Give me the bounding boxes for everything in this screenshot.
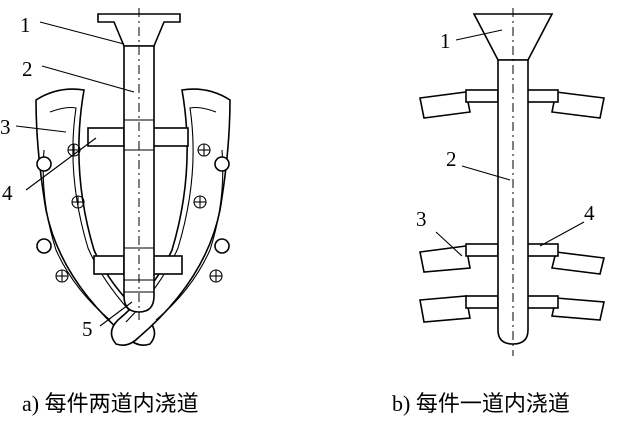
label-a-3: 3 [0, 115, 11, 139]
label-a-2: 2 [22, 57, 33, 81]
sprue-b [472, 8, 554, 356]
label-a-5: 5 [82, 317, 93, 341]
label-b-2: 2 [446, 147, 457, 171]
leaders-b [435, 29, 585, 257]
ingates-b [465, 89, 559, 309]
ingates-upper [87, 127, 189, 147]
label-a-1: 1 [20, 13, 31, 37]
figure-b: 1 2 3 4 b) 每件一道内浇道 [392, 8, 605, 416]
casting-left [35, 88, 156, 346]
sprue-a [97, 8, 181, 320]
bosses-a [36, 143, 230, 283]
caption-a: a) 每件两道内浇道 [22, 391, 199, 416]
label-a-4: 4 [2, 181, 13, 205]
leaders-a [15, 21, 135, 327]
figure-a: 1 2 3 4 5 a) 每件两道内浇道 [0, 8, 231, 416]
caption-b: b) 每件一道内浇道 [392, 391, 570, 416]
label-b-4: 4 [584, 201, 595, 225]
label-b-1: 1 [440, 29, 451, 53]
label-b-3: 3 [416, 207, 427, 231]
